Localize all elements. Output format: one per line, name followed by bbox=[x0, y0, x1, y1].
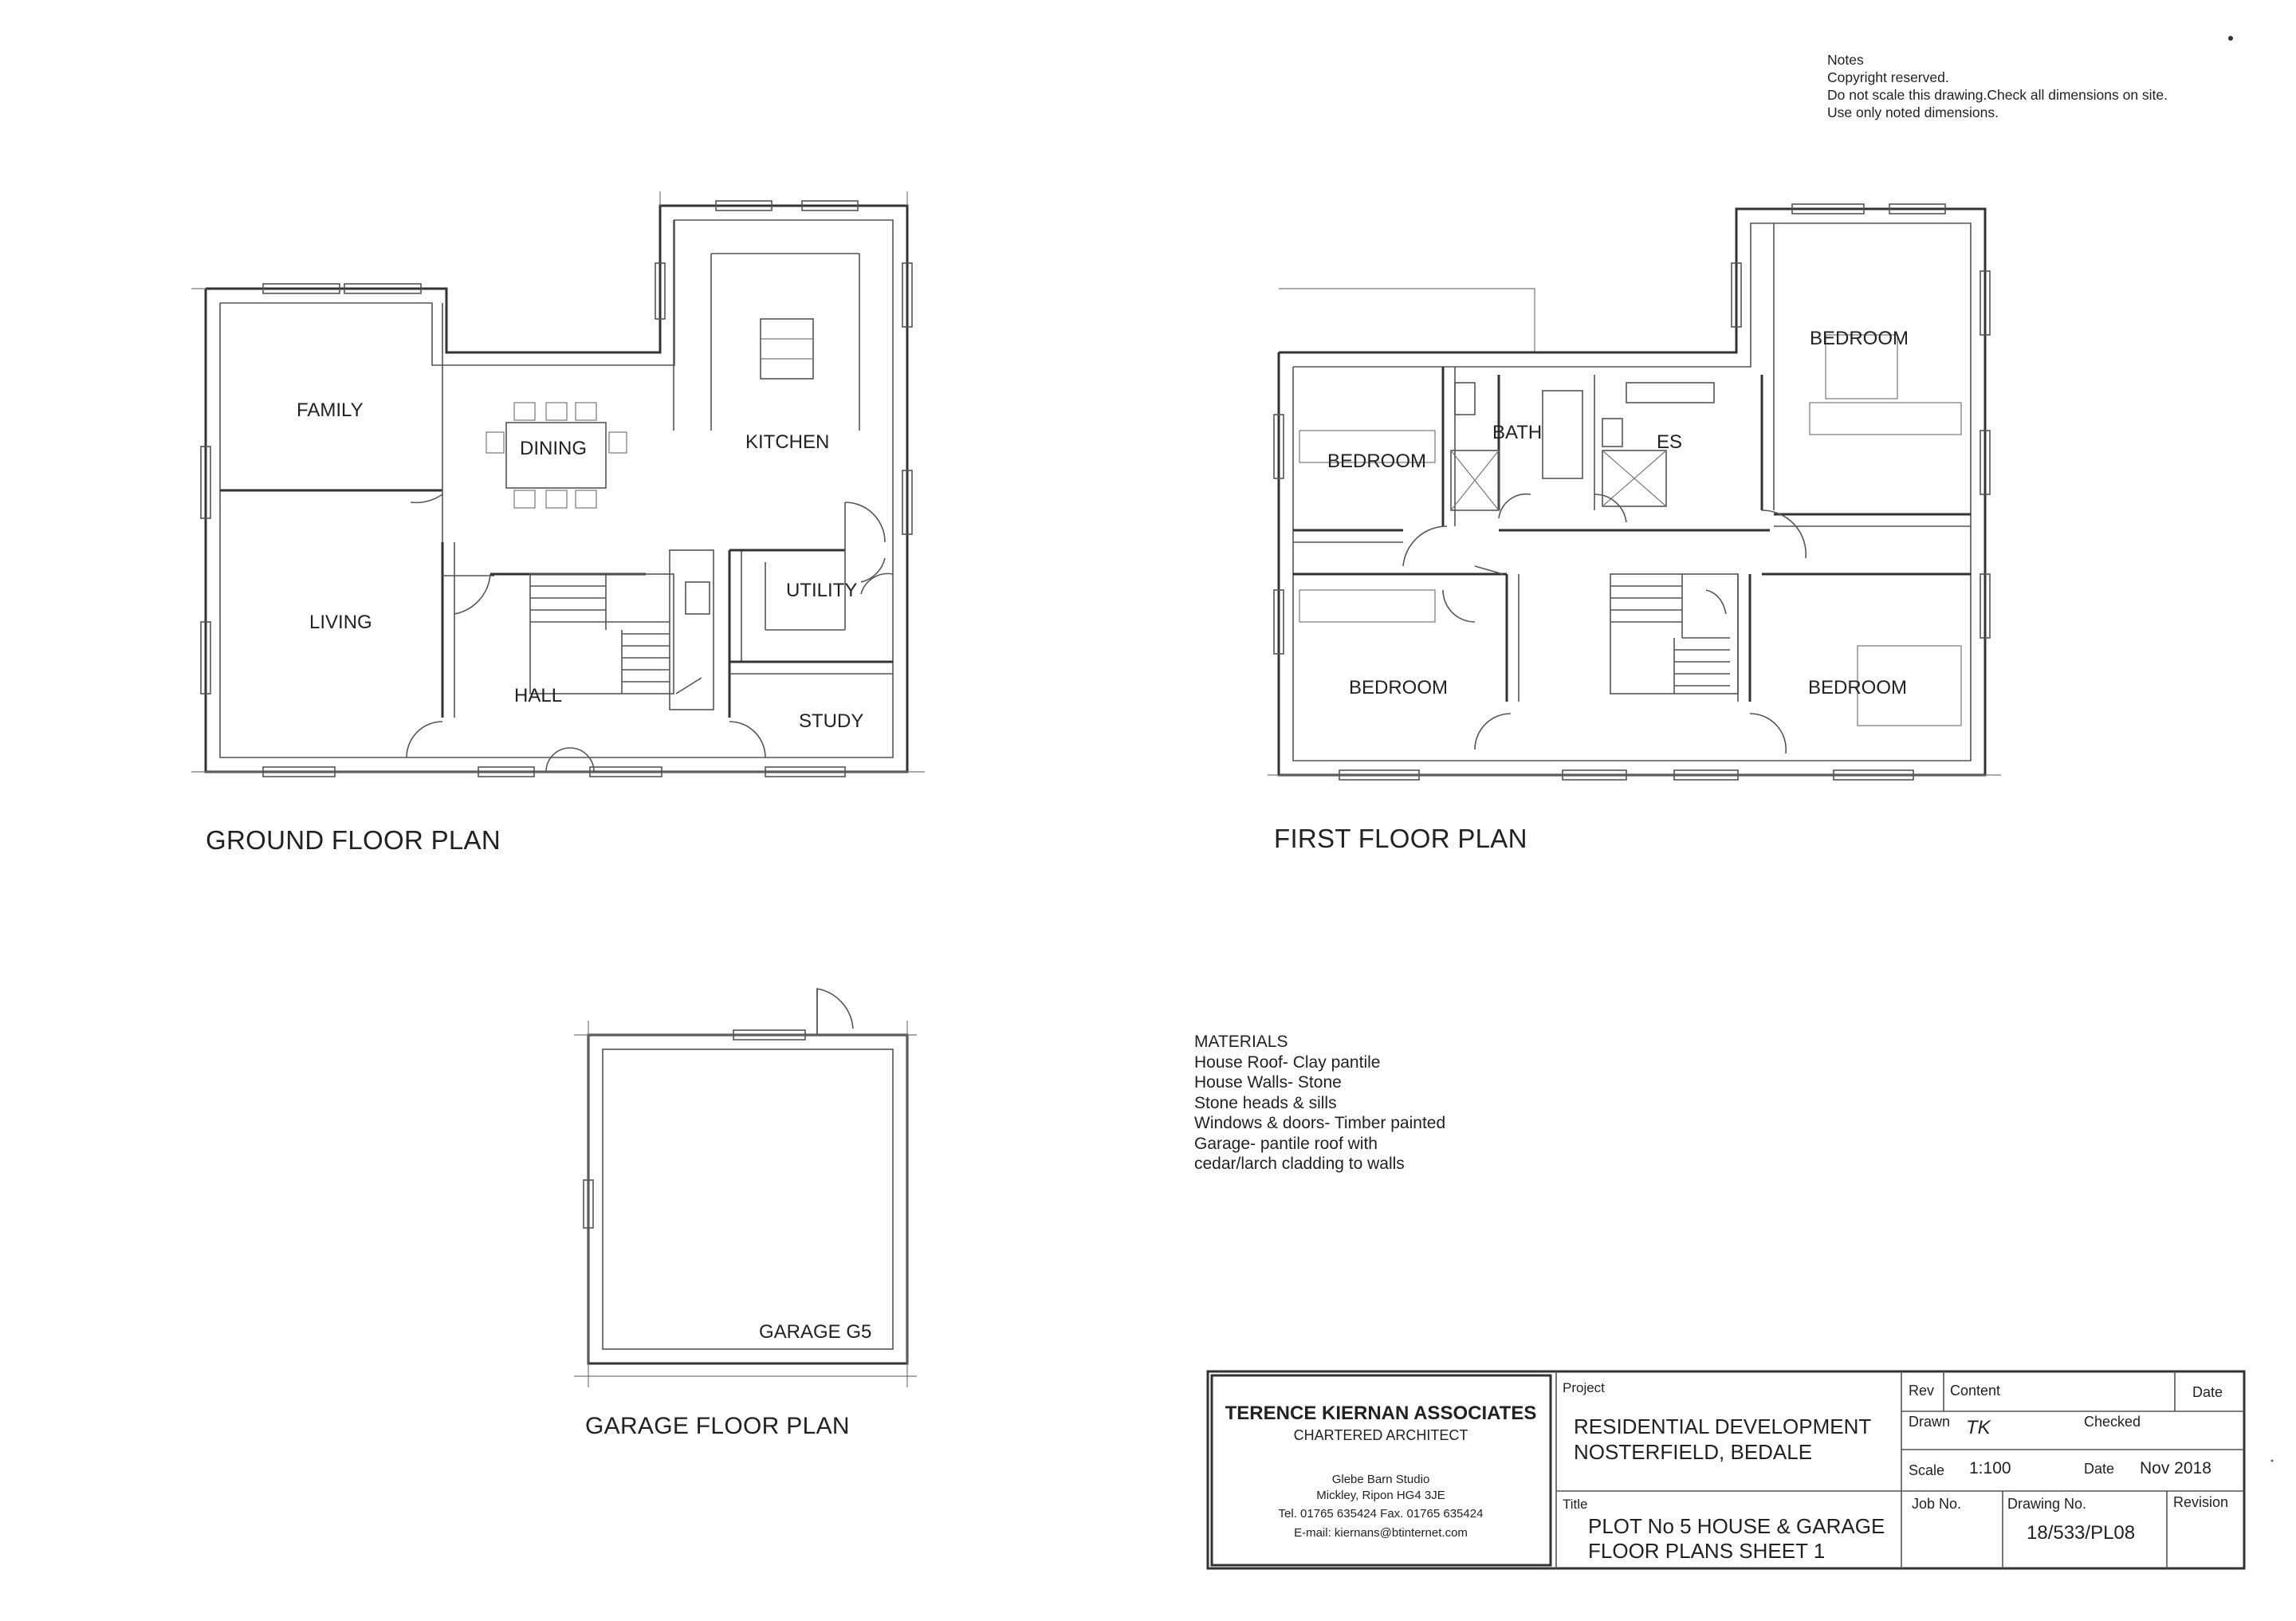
project-line-1: RESIDENTIAL DEVELOPMENT bbox=[1574, 1414, 1871, 1438]
room-label-bedroom-nw: BEDROOM bbox=[1327, 450, 1426, 472]
room-label-es: ES bbox=[1657, 431, 1682, 453]
materials-heading: MATERIALS bbox=[1194, 1033, 1288, 1051]
ground-floor-plan: FAMILY DINING KITCHEN LIVING UTILITY HAL… bbox=[191, 191, 925, 777]
materials-line-3: Stone heads & sills bbox=[1194, 1093, 1337, 1112]
notes-heading: Notes bbox=[1827, 52, 1864, 68]
revision-label: Revision bbox=[2173, 1494, 2228, 1510]
first-stairs bbox=[1610, 573, 1739, 694]
ground-floor-plan-title: GROUND FLOOR PLAN bbox=[206, 825, 501, 855]
room-label-kitchen: KITCHEN bbox=[745, 431, 829, 453]
first-floor-plan: BEDROOM BATH ES BEDROOM BEDROOM BEDROOM bbox=[1268, 203, 2001, 781]
room-label-dining: DINING bbox=[520, 438, 587, 459]
title-line-2: FLOOR PLANS SHEET 1 bbox=[1588, 1539, 1825, 1563]
title-block: TERENCE KIERNAN ASSOCIATES CHARTERED ARC… bbox=[1206, 1370, 2246, 1570]
materials-line-2: House Walls- Stone bbox=[1194, 1073, 1342, 1092]
drawing-no-value: 18/533/PL08 bbox=[2027, 1522, 2135, 1544]
firm-address-1: Glebe Barn Studio bbox=[1332, 1473, 1430, 1486]
notes-line-3: Use only noted dimensions. bbox=[1827, 104, 1999, 120]
date-label: Date bbox=[2192, 1384, 2223, 1400]
room-label-family: FAMILY bbox=[297, 399, 364, 421]
title-label: Title bbox=[1563, 1497, 1588, 1512]
room-label-hall: HALL bbox=[514, 685, 562, 706]
content-label: Content bbox=[1950, 1383, 2000, 1399]
firm-address-2: Mickley, Ripon HG4 3JE bbox=[1316, 1489, 1445, 1502]
room-label-living: LIVING bbox=[309, 612, 372, 633]
scan-speck bbox=[2270, 1459, 2274, 1462]
notes-line-2: Do not scale this drawing.Check all dime… bbox=[1827, 87, 2168, 103]
garage-floor-plan: GARAGE G5 bbox=[574, 988, 917, 1387]
title-line-1: PLOT No 5 HOUSE & GARAGE bbox=[1588, 1514, 1885, 1538]
bath-shower-tray bbox=[1450, 450, 1500, 511]
materials-line-6: cedar/larch cladding to walls bbox=[1194, 1155, 1405, 1173]
date-value: Nov 2018 bbox=[2140, 1459, 2211, 1477]
room-label-bedroom-se: BEDROOM bbox=[1808, 677, 1907, 698]
scale-value: 1:100 bbox=[1969, 1459, 2011, 1477]
drawn-initials: TK bbox=[1966, 1417, 1991, 1438]
materials-block: MATERIALS House Roof- Clay pantile House… bbox=[1194, 1032, 1445, 1174]
room-label-study: STUDY bbox=[799, 710, 863, 732]
drawing-no-label: Drawing No. bbox=[2007, 1496, 2086, 1512]
ground-stairs bbox=[529, 549, 714, 710]
kitchen-island bbox=[760, 318, 814, 380]
notes-block: Notes Copyright reserved. Do not scale t… bbox=[1827, 51, 2168, 121]
project-label: Project bbox=[1563, 1380, 1605, 1395]
room-label-bedroom-ne: BEDROOM bbox=[1810, 328, 1909, 349]
checked-label: Checked bbox=[2084, 1414, 2141, 1430]
notes-line-1: Copyright reserved. bbox=[1827, 69, 1949, 85]
scale-label: Scale bbox=[1909, 1462, 1944, 1478]
project-line-2: NOSTERFIELD, BEDALE bbox=[1574, 1440, 1812, 1464]
firm-email: E-mail: kiernans@btinternet.com bbox=[1294, 1526, 1468, 1540]
first-floor-plan-title: FIRST FLOOR PLAN bbox=[1274, 824, 1527, 853]
scan-speck bbox=[2228, 36, 2233, 41]
job-no-label: Job No. bbox=[1912, 1496, 1961, 1512]
ensuite-shower-tray bbox=[1602, 450, 1667, 507]
rev-label: Rev bbox=[1909, 1383, 1934, 1399]
room-label-bedroom-sw: BEDROOM bbox=[1349, 677, 1448, 698]
drawn-label: Drawn bbox=[1909, 1414, 1950, 1430]
firm-phone: Tel. 01765 635424 Fax. 01765 635424 bbox=[1279, 1507, 1484, 1521]
firm-role: CHARTERED ARCHITECT bbox=[1294, 1427, 1468, 1443]
garage-floor-plan-title: GARAGE FLOOR PLAN bbox=[585, 1413, 850, 1439]
room-label-bath: BATH bbox=[1492, 422, 1542, 443]
room-label-utility: UTILITY bbox=[786, 580, 857, 601]
materials-line-5: Garage- pantile roof with bbox=[1194, 1134, 1378, 1153]
materials-line-4: Windows & doors- Timber painted bbox=[1194, 1114, 1446, 1132]
dining-table bbox=[486, 402, 627, 509]
date-label-2: Date bbox=[2084, 1461, 2114, 1477]
materials-line-1: House Roof- Clay pantile bbox=[1194, 1052, 1381, 1072]
firm-name: TERENCE KIERNAN ASSOCIATES bbox=[1225, 1403, 1537, 1424]
room-label-garage: GARAGE G5 bbox=[759, 1321, 871, 1343]
